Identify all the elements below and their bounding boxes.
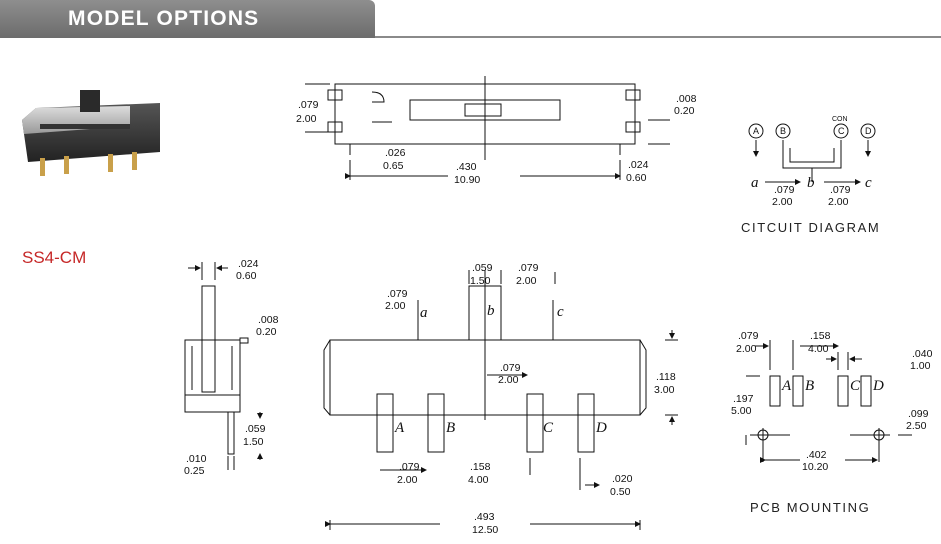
svg-text:2.00: 2.00 xyxy=(516,275,537,287)
svg-text:2.00: 2.00 xyxy=(397,474,418,486)
svg-text:B: B xyxy=(780,126,786,136)
svg-text:C: C xyxy=(850,378,861,394)
svg-text:0.60: 0.60 xyxy=(236,270,257,282)
circuit-diagram xyxy=(748,123,876,185)
top-view-dims: .079 2.00 .008 0.20 .026 0.65 .430 10.90… xyxy=(296,93,697,186)
svg-text:b: b xyxy=(487,303,495,319)
pcb-dims: .079 2.00 .158 4.00 .040 1.00 .197 5.00 … xyxy=(731,330,933,473)
svg-text:CON: CON xyxy=(832,116,848,123)
svg-text:.024: .024 xyxy=(238,258,259,270)
model-name: SS4-CM xyxy=(22,248,87,267)
svg-text:D: D xyxy=(865,126,872,136)
svg-text:.079: .079 xyxy=(738,330,759,342)
side-view xyxy=(184,262,263,470)
svg-text:0.25: 0.25 xyxy=(184,465,205,477)
header-bar: MODEL OPTIONS xyxy=(0,0,375,38)
svg-text:2.00: 2.00 xyxy=(498,374,519,386)
svg-text:12.50: 12.50 xyxy=(472,524,498,536)
svg-text:.493: .493 xyxy=(474,511,495,523)
svg-text:.079: .079 xyxy=(830,184,851,196)
svg-text:B: B xyxy=(805,378,814,394)
svg-text:2.00: 2.00 xyxy=(736,343,757,355)
svg-text:.430: .430 xyxy=(456,161,477,173)
svg-text:0.60: 0.60 xyxy=(626,172,647,184)
svg-text:.010: .010 xyxy=(186,453,207,465)
svg-text:c: c xyxy=(557,304,564,320)
svg-text:.079: .079 xyxy=(298,99,319,111)
top-view xyxy=(305,76,670,180)
svg-text:a: a xyxy=(420,305,428,321)
svg-text:A: A xyxy=(753,126,759,136)
svg-text:.079: .079 xyxy=(518,262,539,274)
svg-text:10.90: 10.90 xyxy=(454,174,480,186)
svg-text:10.20: 10.20 xyxy=(802,461,828,473)
page-title: MODEL OPTIONS xyxy=(68,7,260,30)
svg-text:.008: .008 xyxy=(258,314,279,326)
svg-text:5.00: 5.00 xyxy=(731,405,752,417)
svg-text:0.20: 0.20 xyxy=(674,105,695,117)
svg-text:A: A xyxy=(781,378,792,394)
svg-text:.026: .026 xyxy=(385,147,406,159)
svg-text:0.65: 0.65 xyxy=(383,160,404,172)
svg-text:C: C xyxy=(543,420,554,436)
svg-text:B: B xyxy=(446,420,455,436)
svg-text:c: c xyxy=(865,175,872,191)
pcb-mounting xyxy=(745,340,912,463)
svg-text:1.50: 1.50 xyxy=(470,275,491,287)
svg-text:.099: .099 xyxy=(908,408,929,420)
svg-text:.079: .079 xyxy=(500,362,521,374)
svg-text:2.00: 2.00 xyxy=(296,113,317,125)
circuit-labels: A B C D CON a b c .079 2.00 .079 2.00 xyxy=(751,116,872,208)
circuit-caption: CITCUIT DIAGRAM xyxy=(741,220,881,235)
pcb-caption: PCB MOUNTING xyxy=(750,500,871,515)
svg-text:2.00: 2.00 xyxy=(385,300,406,312)
svg-text:.059: .059 xyxy=(245,423,266,435)
switch-photo xyxy=(22,90,160,176)
svg-text:.079: .079 xyxy=(774,184,795,196)
svg-text:.024: .024 xyxy=(628,159,649,171)
svg-text:0.50: 0.50 xyxy=(610,486,631,498)
svg-text:.079: .079 xyxy=(387,288,408,300)
svg-text:.402: .402 xyxy=(806,449,827,461)
svg-text:.040: .040 xyxy=(912,348,933,360)
side-view-dims: .024 0.60 .008 0.20 .059 1.50 .010 0.25 xyxy=(184,258,279,477)
svg-text:.079: .079 xyxy=(399,461,420,473)
svg-text:.158: .158 xyxy=(810,330,831,342)
svg-text:a: a xyxy=(751,175,759,191)
svg-text:.158: .158 xyxy=(470,461,491,473)
svg-text:.008: .008 xyxy=(676,93,697,105)
svg-text:1.50: 1.50 xyxy=(243,436,264,448)
svg-text:A: A xyxy=(394,420,405,436)
svg-text:D: D xyxy=(595,420,607,436)
svg-text:C: C xyxy=(838,126,845,136)
svg-text:4.00: 4.00 xyxy=(808,343,829,355)
svg-text:2.00: 2.00 xyxy=(828,196,849,208)
svg-text:b: b xyxy=(807,175,815,191)
svg-text:.118: .118 xyxy=(656,371,676,383)
svg-text:2.50: 2.50 xyxy=(906,420,927,432)
svg-text:2.00: 2.00 xyxy=(772,196,793,208)
svg-text:4.00: 4.00 xyxy=(468,474,489,486)
front-view xyxy=(323,270,678,530)
svg-text:.020: .020 xyxy=(612,473,633,485)
svg-text:.059: .059 xyxy=(472,262,493,274)
svg-text:D: D xyxy=(872,378,884,394)
svg-text:1.00: 1.00 xyxy=(910,360,931,372)
front-view-dims: .059 1.50 .079 2.00 .079 2.00 .079 2.00 … xyxy=(385,262,676,536)
header-rule xyxy=(375,36,941,38)
svg-text:.197: .197 xyxy=(733,393,754,405)
svg-text:0.20: 0.20 xyxy=(256,326,277,338)
svg-text:3.00: 3.00 xyxy=(654,384,675,396)
